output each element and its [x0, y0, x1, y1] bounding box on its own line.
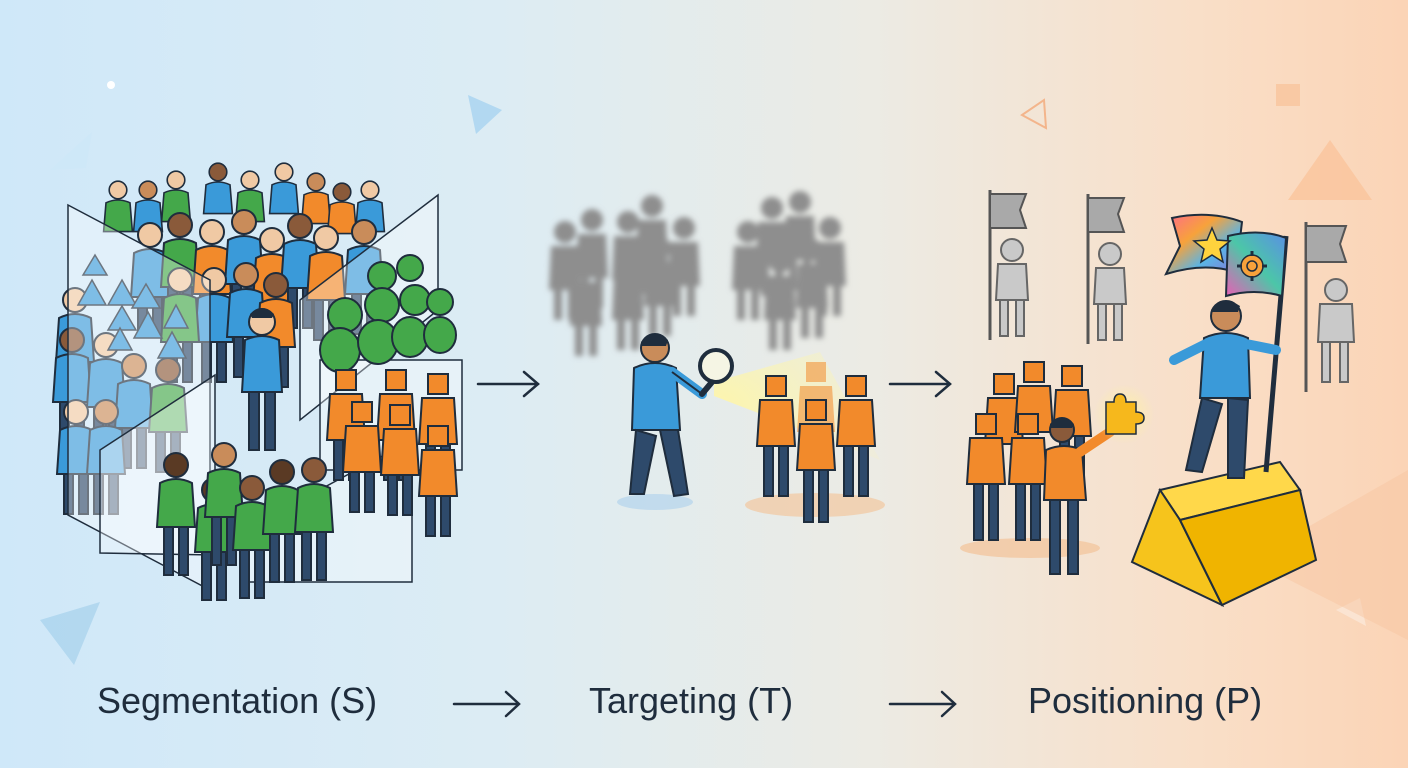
targeting-scene: [549, 191, 885, 523]
targeted-orange-group: [745, 362, 885, 523]
arrow-right-icon: [888, 370, 952, 398]
stage-label-segmentation: Segmentation (S): [97, 680, 378, 721]
positioned-orange-group: [960, 361, 1115, 575]
flag-icon: [1087, 197, 1126, 233]
triangle-segment-icons: [76, 253, 190, 359]
stage-label-positioning: Positioning (P): [1028, 680, 1263, 721]
stage-label-targeting: Targeting (T): [589, 680, 794, 721]
positioning-scene: [960, 190, 1356, 608]
green-segment-people: [155, 442, 335, 601]
flag-icon: [1305, 225, 1348, 263]
segmentation-crowd: [51, 162, 463, 601]
star-icon: [1192, 226, 1232, 264]
arrow-right-icon: [452, 690, 521, 718]
gray-flag-bearers: [988, 190, 1356, 392]
podium-icon: [1130, 460, 1318, 608]
blurred-crowd-right: [732, 191, 846, 350]
gear-icon: [1237, 251, 1267, 281]
orange-segment-people: [325, 369, 459, 537]
background-shapes: [40, 81, 1408, 665]
green-segment-bubbles: [319, 254, 457, 373]
flag-icon: [989, 193, 1028, 229]
thinking-person: [240, 308, 284, 451]
hero-flag: [1164, 213, 1289, 473]
magnifying-glass-icon: [698, 348, 734, 397]
blurred-crowd-left: [549, 195, 700, 356]
hero-person: [1169, 300, 1281, 479]
arrow-right-icon: [888, 690, 957, 718]
arrow-right-icon: [476, 370, 540, 398]
searching-person: [617, 333, 707, 510]
puzzle-piece-icon: [1094, 384, 1154, 444]
